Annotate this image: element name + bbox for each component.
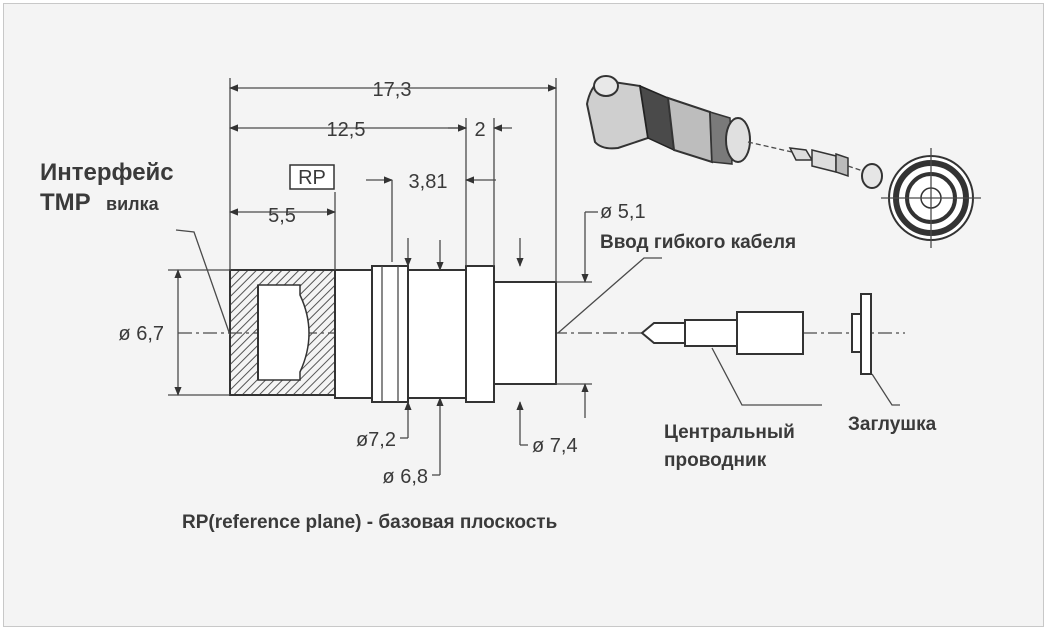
dimension-lines	[168, 78, 598, 476]
center-conductor	[640, 311, 804, 355]
leader-lines	[175, 229, 900, 406]
rp-label: RP	[298, 167, 326, 189]
isometric-view	[585, 75, 981, 248]
dim-2: 2	[474, 119, 485, 141]
interface-label-line2-bold: TMP	[40, 189, 91, 216]
dim-dia-6-7: ø 6,7	[118, 323, 164, 345]
rp-box	[289, 164, 335, 190]
plug-part	[851, 293, 872, 375]
interface-cone	[257, 284, 310, 381]
interface-label-line1: Интерфейс	[40, 159, 174, 186]
dim-5-5: 5,5	[268, 205, 296, 227]
ring-body	[371, 265, 409, 403]
dim-overall-length: 17,3	[373, 79, 412, 101]
center-conductor-label-line2: проводник	[664, 450, 767, 471]
center-conductor-label-line1: Центральный	[664, 422, 795, 443]
mid-body	[334, 269, 373, 399]
cable-entry	[493, 281, 557, 385]
dim-12-5: 12,5	[327, 119, 366, 141]
rear-body	[407, 269, 467, 399]
dim-3-81: 3,81	[409, 171, 448, 193]
dim-dia-7-4: ø 7,4	[532, 435, 578, 457]
dim-dia-6-8: ø 6,8	[382, 466, 428, 488]
plug-label: Заглушка	[848, 414, 937, 435]
dim-dia-7-2: ø7,2	[356, 429, 396, 451]
dim-dia-5-1: ø 5,1	[600, 201, 646, 223]
interface-label-line2-rest: вилка	[106, 194, 160, 214]
cable-entry-label: Ввод гибкого кабеля	[600, 232, 796, 253]
flange	[465, 265, 495, 403]
reference-plane-caption: RP(reference plane) - базовая плоскость	[182, 512, 557, 533]
connector-side-view	[229, 265, 592, 403]
